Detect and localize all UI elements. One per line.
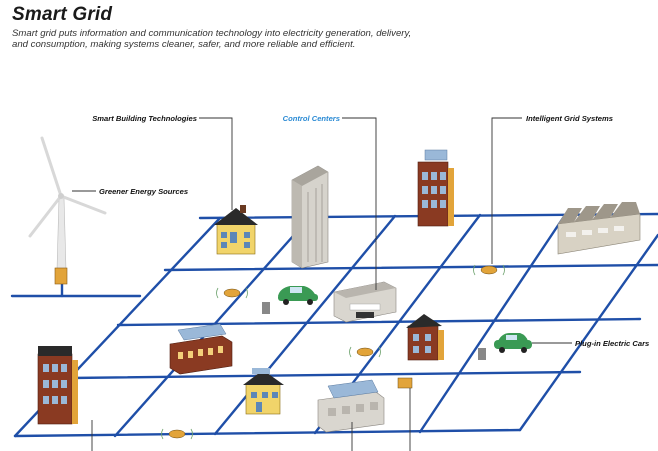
- grid-diagonal-3: [213, 214, 397, 436]
- electric-car-2: [478, 333, 532, 360]
- page-subtitle: Smart grid puts information and communic…: [12, 28, 572, 50]
- turbine-blade-2: [59, 194, 107, 215]
- leader-control-centers: [342, 117, 377, 290]
- subtitle-line-1: Smart grid puts information and communic…: [12, 28, 412, 39]
- sensor-2: [473, 264, 505, 276]
- label-plugin-cars: Plug-in Electric Cars: [575, 339, 649, 348]
- grid-diagonal-6: [518, 233, 658, 432]
- transformer-box: [397, 377, 413, 389]
- grid-row-2: [163, 263, 658, 272]
- turbine-base-box: [54, 267, 68, 285]
- grid-row-5: [13, 428, 522, 438]
- leader-lines: [72, 117, 572, 451]
- control-center-building: [333, 281, 397, 323]
- grid-row-4: [68, 370, 582, 380]
- wind-turbine: [28, 136, 107, 285]
- yellow-house-lower: [243, 368, 284, 415]
- office-tower: [291, 165, 329, 269]
- sensor-1: [216, 287, 248, 299]
- leader-intelligent-grid: [491, 117, 522, 264]
- subtitle-line-2: and consumption, making systems cleaner,…: [12, 39, 356, 50]
- turbine-blade-3: [28, 194, 63, 238]
- factory-building: [557, 202, 641, 255]
- brick-house-right: [406, 314, 444, 361]
- leader-smart-building: [199, 117, 233, 210]
- label-smart-building: Smart Building Technologies: [92, 114, 197, 123]
- charger-1: [262, 302, 270, 314]
- grid-diagonal-5: [418, 213, 567, 434]
- grey-building-lower: [317, 379, 385, 433]
- brick-building-top: [417, 149, 454, 227]
- turbine-blade-1: [40, 136, 63, 198]
- smart-building-house: [214, 205, 258, 255]
- turbine-hub: [58, 193, 64, 199]
- sensor-3: [349, 346, 381, 358]
- label-control-centers: Control Centers: [283, 114, 340, 123]
- electric-car-1: [262, 286, 318, 314]
- brick-tower-left: [37, 346, 78, 425]
- label-intelligent-grid: Intelligent Grid Systems: [526, 114, 613, 123]
- sensor-4: [161, 428, 193, 440]
- charger-2: [478, 348, 486, 360]
- solar-brick-building: [169, 323, 233, 375]
- page-title: Smart Grid: [12, 4, 113, 25]
- label-greener-energy: Greener Energy Sources: [99, 187, 188, 196]
- grid-sensors: [161, 264, 505, 440]
- grid-row-3: [116, 317, 642, 327]
